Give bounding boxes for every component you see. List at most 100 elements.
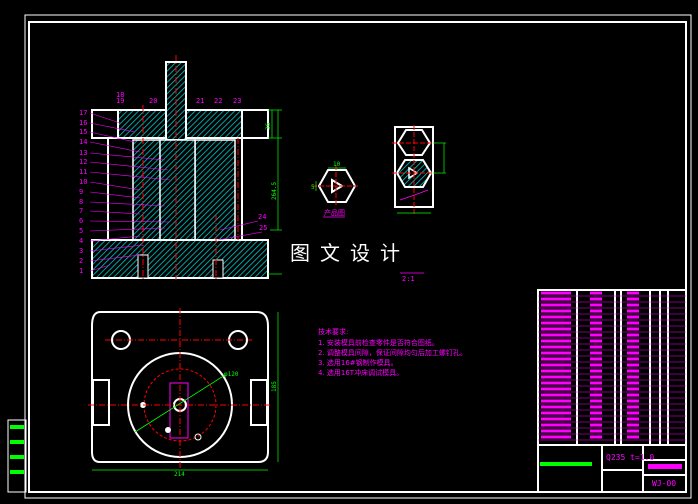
parts-list-cell-text <box>590 315 602 319</box>
part-label-12: 12 <box>79 158 87 166</box>
part-label-23: 23 <box>233 97 241 105</box>
part-label-9: 9 <box>79 188 83 196</box>
parts-list-cell-text <box>590 435 602 439</box>
parts-list-cell-text <box>590 411 602 415</box>
tech-requirement-3: 3. 选用16#钢制作模具。 <box>318 358 398 367</box>
punch-view: 2:1 <box>392 125 446 283</box>
parts-list-cell-text <box>590 399 602 403</box>
parts-list-cell-text <box>627 369 639 373</box>
parts-list-cell-text <box>627 363 639 367</box>
parts-list-cell-text <box>541 423 571 427</box>
dim-top: 36 <box>265 122 272 130</box>
parts-list-cell-text <box>590 351 602 355</box>
parts-list-cell-text <box>541 339 571 343</box>
part-label-1: 1 <box>79 267 83 275</box>
parts-list-cell-text <box>627 315 639 319</box>
section-dimensions <box>268 109 282 275</box>
product-dim-height: 5 <box>311 184 315 191</box>
parts-list-cell-text <box>590 429 602 433</box>
parts-list-cell-text <box>627 303 639 307</box>
parts-list-cell-text <box>627 393 639 397</box>
parts-list-cell-text <box>541 345 571 349</box>
parts-list-cell-text <box>590 333 602 337</box>
tech-requirements: 技术要求: 1. 安装模具前检查零件是否符合图纸。 2. 调整模具间隙，保证间隙… <box>318 327 467 377</box>
parts-list-cell-text <box>627 411 639 415</box>
part-label-19: 19 <box>116 97 124 105</box>
parts-list-cell-text <box>590 375 602 379</box>
parts-list-cell-text <box>590 423 602 427</box>
parts-list-cell-text <box>627 417 639 421</box>
tech-requirements-title: 技术要求: <box>318 327 348 336</box>
parts-list-cell-text <box>541 429 571 433</box>
parts-list-cell-text <box>590 363 602 367</box>
parts-list-cell-text <box>541 297 571 301</box>
parts-list-cell-text <box>627 429 639 433</box>
part-label-24: 24 <box>258 213 266 221</box>
part-label-11: 11 <box>79 168 87 176</box>
plan-dim-depth: 185 <box>271 381 278 392</box>
parts-list-cell-text <box>627 399 639 403</box>
parts-list-cell-text <box>590 387 602 391</box>
parts-list-cell-text <box>627 345 639 349</box>
parts-list-cell-text <box>590 321 602 325</box>
parts-list-cell-text <box>590 405 602 409</box>
parts-list-cell-text <box>627 309 639 313</box>
parts-list-cell-text <box>627 435 639 439</box>
parts-list-cell-text <box>627 321 639 325</box>
part-label-14: 14 <box>79 138 87 146</box>
dim-height: 264.5 <box>271 182 278 200</box>
tech-requirement-1: 1. 安装模具前检查零件是否符合图纸。 <box>318 338 439 347</box>
parts-list-cell-text <box>541 435 571 439</box>
parts-list-cell-text <box>627 387 639 391</box>
title-block-material: Q235 t=1.0 <box>606 453 654 462</box>
parts-list-cell-text <box>627 351 639 355</box>
section-view <box>91 55 269 280</box>
part-label-7: 7 <box>79 207 83 215</box>
punch-view-scale: 2:1 <box>402 275 415 283</box>
product-view-title: 产品图 <box>324 208 345 217</box>
parts-list-cell-text <box>541 369 571 373</box>
parts-list-cell-text <box>590 303 602 307</box>
parts-list-cell-text <box>590 327 602 331</box>
plan-dim-width: 214 <box>174 471 185 478</box>
parts-list-cell-text <box>627 339 639 343</box>
parts-list-cell-text <box>541 315 571 319</box>
parts-list-cell-text <box>627 405 639 409</box>
part-label-8: 8 <box>79 198 83 206</box>
part-label-20: 20 <box>149 97 157 105</box>
part-label-22: 22 <box>214 97 222 105</box>
parts-list-cell-text <box>590 345 602 349</box>
parts-list-cell-text <box>627 423 639 427</box>
parts-list-cell-text <box>590 381 602 385</box>
parts-list-cell-text <box>541 417 571 421</box>
watermark-text: 图文设计 <box>290 241 410 265</box>
parts-list-cell-text <box>541 393 571 397</box>
part-label-25: 25 <box>259 224 267 232</box>
parts-list-cell-text <box>541 381 571 385</box>
product-view: 10 5 产品图 <box>311 161 358 218</box>
parts-list-cell-text <box>590 417 602 421</box>
parts-list-cell-text <box>541 387 571 391</box>
plan-view: φ120 185 214 <box>88 308 279 478</box>
parts-list-cell-text <box>541 327 571 331</box>
product-dim-width: 10 <box>333 161 341 168</box>
parts-list-cell-text <box>590 291 602 295</box>
drawing-frame <box>7 14 692 499</box>
part-label-2: 2 <box>79 257 83 265</box>
tech-requirement-4: 4. 选用16T冲床调试模具。 <box>318 368 403 377</box>
parts-list-cell-text <box>541 411 571 415</box>
part-label-21: 21 <box>196 97 204 105</box>
parts-list-cell-text <box>590 393 602 397</box>
parts-list-cell-text <box>627 291 639 295</box>
parts-list-cell-text <box>541 333 571 337</box>
parts-list-cell-text <box>590 369 602 373</box>
parts-list-cell-text <box>541 363 571 367</box>
parts-list-cell-text <box>541 405 571 409</box>
part-labels <box>89 112 263 272</box>
parts-list-cell-text <box>627 333 639 337</box>
parts-list-cell-text <box>541 303 571 307</box>
part-label-17: 17 <box>79 109 87 117</box>
part-label-4: 4 <box>79 237 83 245</box>
parts-list-cell-text <box>590 339 602 343</box>
